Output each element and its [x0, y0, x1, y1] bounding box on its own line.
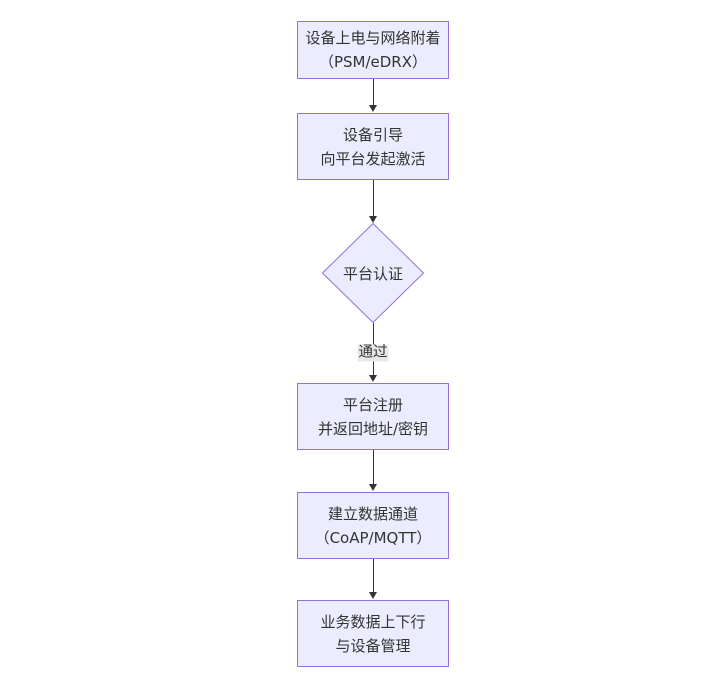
node-power-attach-line1: 设备上电与网络附着 — [305, 29, 441, 47]
edge-line-2 — [372, 180, 374, 217]
node-bootstrap-line2: 向平台发起激活 — [320, 149, 426, 168]
node-data-channel-line1: 建立数据通道 — [327, 504, 418, 523]
node-platform-register-line1: 平台注册 — [342, 395, 403, 414]
node-bootstrap: 设备引导 向平台发起激活 — [297, 113, 449, 180]
edge-arrow-4 — [368, 450, 378, 491]
decision-platform-auth: 平台认证 — [322, 223, 424, 323]
edge-arrow-2 — [368, 180, 378, 223]
arrowhead-down-icon — [368, 592, 377, 599]
edge-line-5 — [372, 559, 374, 593]
node-business-data-line2: 与设备管理 — [335, 636, 411, 655]
arrowhead-down-icon — [368, 484, 377, 491]
arrowhead-down-icon — [368, 216, 377, 223]
node-power-attach-line2: （PSM/eDRX） — [318, 53, 428, 71]
decision-platform-auth-label: 平台认证 — [342, 264, 403, 283]
arrowhead-down-icon — [368, 105, 377, 112]
node-platform-register: 平台注册 并返回地址/密钥 — [297, 383, 449, 450]
edge-arrow-1 — [368, 79, 378, 112]
edge-label-pass: 通过 — [357, 344, 389, 362]
edge-line-4 — [372, 450, 374, 485]
node-data-channel: 建立数据通道 （CoAP/MQTT） — [297, 492, 449, 559]
edge-arrow-5 — [368, 559, 378, 599]
arrowhead-down-icon — [368, 375, 377, 382]
diamond-shape — [322, 223, 424, 323]
node-business-data: 业务数据上下行 与设备管理 — [297, 600, 449, 667]
node-platform-register-line2: 并返回地址/密钥 — [317, 419, 429, 438]
edge-line-1 — [372, 79, 374, 106]
node-data-channel-line2: （CoAP/MQTT） — [314, 528, 432, 547]
node-power-attach: 设备上电与网络附着 （PSM/eDRX） — [297, 21, 449, 79]
node-bootstrap-line1: 设备引导 — [342, 125, 403, 144]
node-business-data-line1: 业务数据上下行 — [320, 612, 426, 631]
